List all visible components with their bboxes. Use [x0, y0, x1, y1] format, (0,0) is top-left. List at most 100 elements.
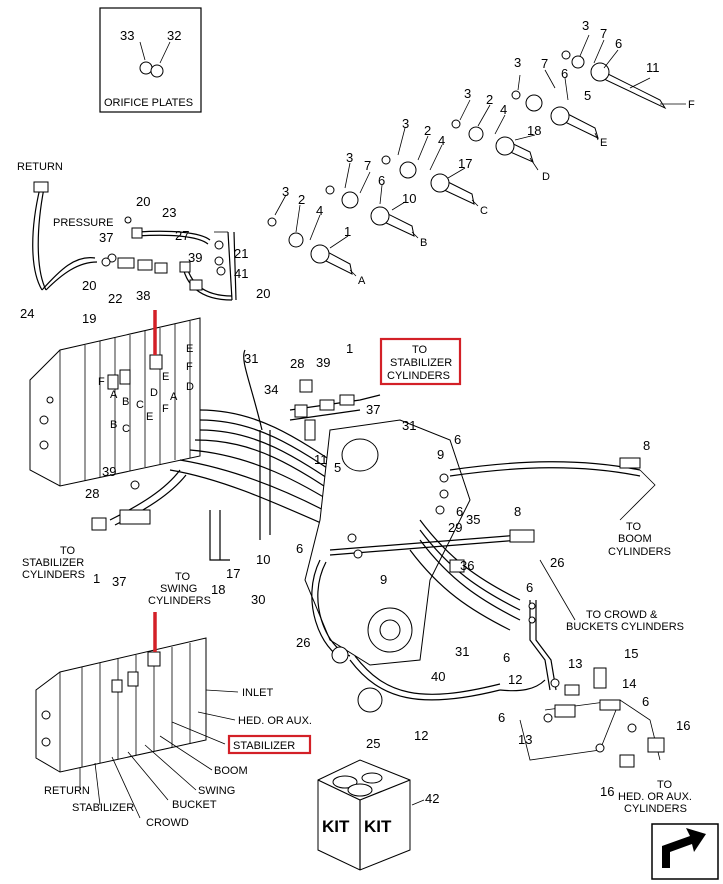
- part-number: 31: [402, 418, 416, 433]
- part-number: 18: [527, 123, 541, 138]
- to-stabilizer-callout-highlight: TO STABILIZER CYLINDERS: [379, 337, 462, 386]
- part-number: 17: [458, 156, 472, 171]
- part-number: 24: [20, 306, 34, 321]
- callout-line: HED. OR AUX.: [618, 791, 692, 803]
- part-number: 6: [296, 541, 303, 556]
- next-page-button[interactable]: [651, 823, 719, 880]
- part-number: 21: [234, 246, 248, 261]
- part-number: 1: [346, 341, 353, 356]
- part-number: 23: [162, 205, 176, 220]
- part-number: 37: [112, 574, 126, 589]
- valve-label: HED. OR AUX.: [238, 715, 312, 727]
- part-number: 2: [486, 92, 493, 107]
- callout-line: TO: [657, 779, 673, 791]
- section-letter: F: [98, 376, 105, 388]
- part-number: 28: [85, 486, 99, 501]
- part-number: 2: [424, 123, 431, 138]
- part-number: 32: [167, 28, 181, 43]
- section-letter: B: [110, 419, 117, 431]
- part-number: 3: [346, 150, 353, 165]
- part-number: 13: [568, 656, 582, 671]
- part-number: 8: [643, 438, 650, 453]
- callout-line: TO: [60, 545, 76, 557]
- section-letter: F: [162, 403, 169, 415]
- pressure-label: PRESSURE: [53, 217, 114, 229]
- section-letter: D: [186, 381, 194, 393]
- part-number: 6: [526, 580, 533, 595]
- part-number: 13: [518, 732, 532, 747]
- part-number: 12: [414, 728, 428, 743]
- part-number: 6: [498, 710, 505, 725]
- part-number: 34: [264, 382, 278, 397]
- part-number: 17: [226, 566, 240, 581]
- callout-line: STABILIZER: [390, 357, 452, 369]
- part-number: 6: [456, 504, 463, 519]
- part-number: 7: [541, 56, 548, 71]
- callout-line: BUCKETS CYLINDERS: [566, 621, 684, 633]
- part-number: 10: [256, 552, 270, 567]
- section-letter: E: [186, 343, 193, 355]
- return-label: RETURN: [17, 161, 63, 173]
- fitting-assemblies: F E D C B A: [267, 34, 695, 287]
- callout-line: CYLINDERS: [148, 595, 211, 607]
- callout-line: CYLINDERS: [387, 370, 450, 382]
- valve-label: SWING: [198, 785, 235, 797]
- callout-line: TO: [626, 521, 642, 533]
- part-number: 11: [314, 452, 328, 467]
- part-number: 31: [455, 644, 469, 659]
- valve-label: CROWD: [146, 817, 189, 829]
- part-number: 4: [316, 203, 323, 218]
- kit-box: KIT KIT 42: [317, 759, 439, 871]
- fitting-letter: A: [358, 275, 366, 287]
- upper-valve-bank: F A B C D E B C E F A D F E: [29, 310, 201, 487]
- part-number: 15: [624, 646, 638, 661]
- part-number: 3: [282, 184, 289, 199]
- hose-bundle: [91, 349, 381, 561]
- callout-line: TO: [412, 344, 428, 356]
- part-number: 30: [251, 592, 265, 607]
- fitting-letter: F: [688, 99, 695, 111]
- part-number: 42: [425, 791, 439, 806]
- valve-label: BUCKET: [172, 799, 217, 811]
- part-number: 40: [431, 669, 445, 684]
- section-letter: C: [122, 423, 130, 435]
- part-number: 3: [514, 55, 521, 70]
- part-number: 27: [175, 228, 189, 243]
- part-number: 36: [460, 558, 474, 573]
- fitting-letter: B: [420, 237, 427, 249]
- part-number: 39: [102, 464, 116, 479]
- part-number: 20: [136, 194, 150, 209]
- part-numbers-top: 3 7 6 11 3 7 6 3 2 4 5 3 2 4 18 3 7 6 17…: [282, 18, 660, 239]
- part-number: 12: [508, 672, 522, 687]
- part-number: 33: [120, 28, 134, 43]
- part-number: 7: [364, 158, 371, 173]
- part-number: 10: [402, 191, 416, 206]
- part-number: 2: [298, 192, 305, 207]
- valve-bank-labels: INLET HED. OR AUX. STABILIZER BOOM SWING…: [44, 687, 312, 829]
- part-number: 26: [550, 555, 564, 570]
- section-letter: D: [150, 387, 158, 399]
- part-number: 1: [93, 571, 100, 586]
- valve-label: BOOM: [214, 765, 248, 777]
- part-number: 39: [316, 355, 330, 370]
- part-number: 29: [448, 520, 462, 535]
- section-letter: F: [186, 361, 193, 373]
- machine-body: [304, 419, 665, 768]
- section-letter: C: [136, 399, 144, 411]
- part-number: 20: [82, 278, 96, 293]
- part-number: 14: [622, 676, 636, 691]
- part-number: 6: [378, 173, 385, 188]
- part-number: 16: [676, 718, 690, 733]
- callout-line: CYLINDERS: [608, 546, 671, 558]
- part-number: 19: [82, 311, 96, 326]
- part-numbers-left-top: RETURN PRESSURE 20 23 37 27 39 21 41 20 …: [17, 161, 270, 326]
- part-number: 3: [582, 18, 589, 33]
- callout-line: BOOM: [618, 533, 652, 545]
- arrow-icon: [662, 828, 706, 868]
- fitting-letter: C: [480, 205, 488, 217]
- part-number: 39: [188, 250, 202, 265]
- fitting-letter: D: [542, 171, 550, 183]
- part-number: 22: [108, 291, 122, 306]
- part-number: 6: [615, 36, 622, 51]
